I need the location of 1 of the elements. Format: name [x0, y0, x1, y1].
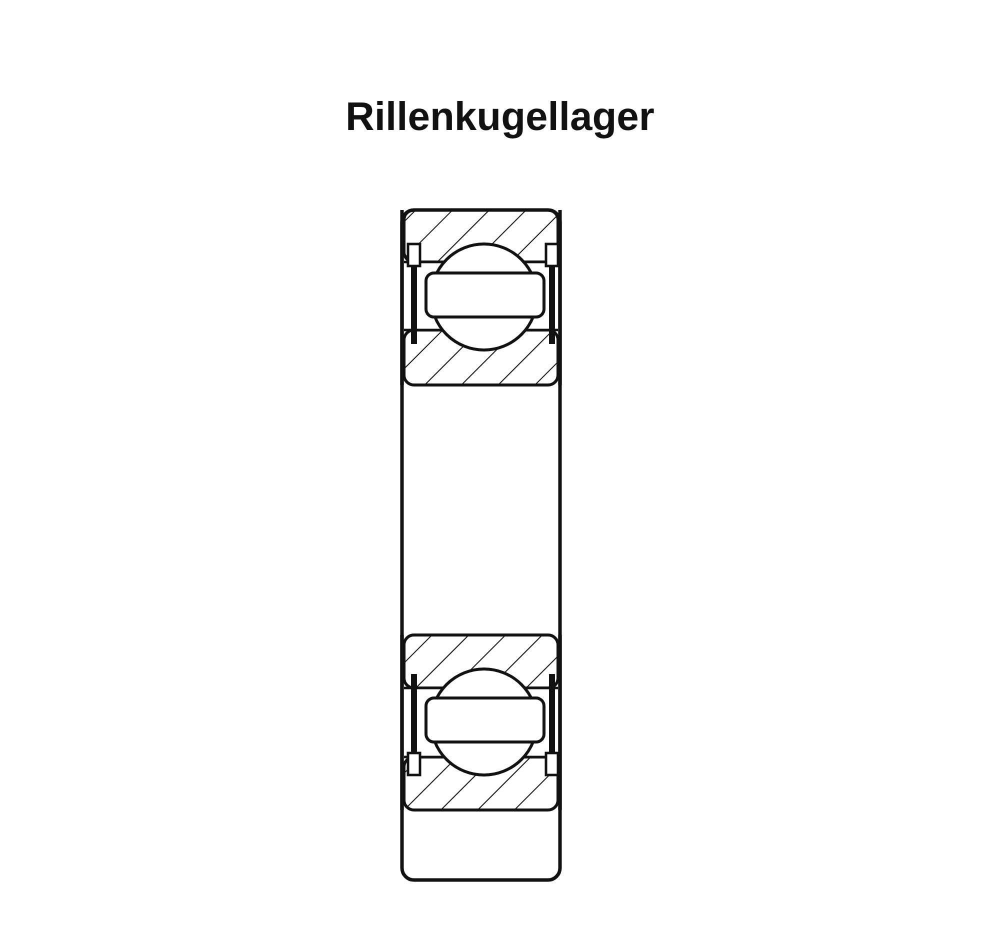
- title: Rillenkugellager: [344, 95, 656, 140]
